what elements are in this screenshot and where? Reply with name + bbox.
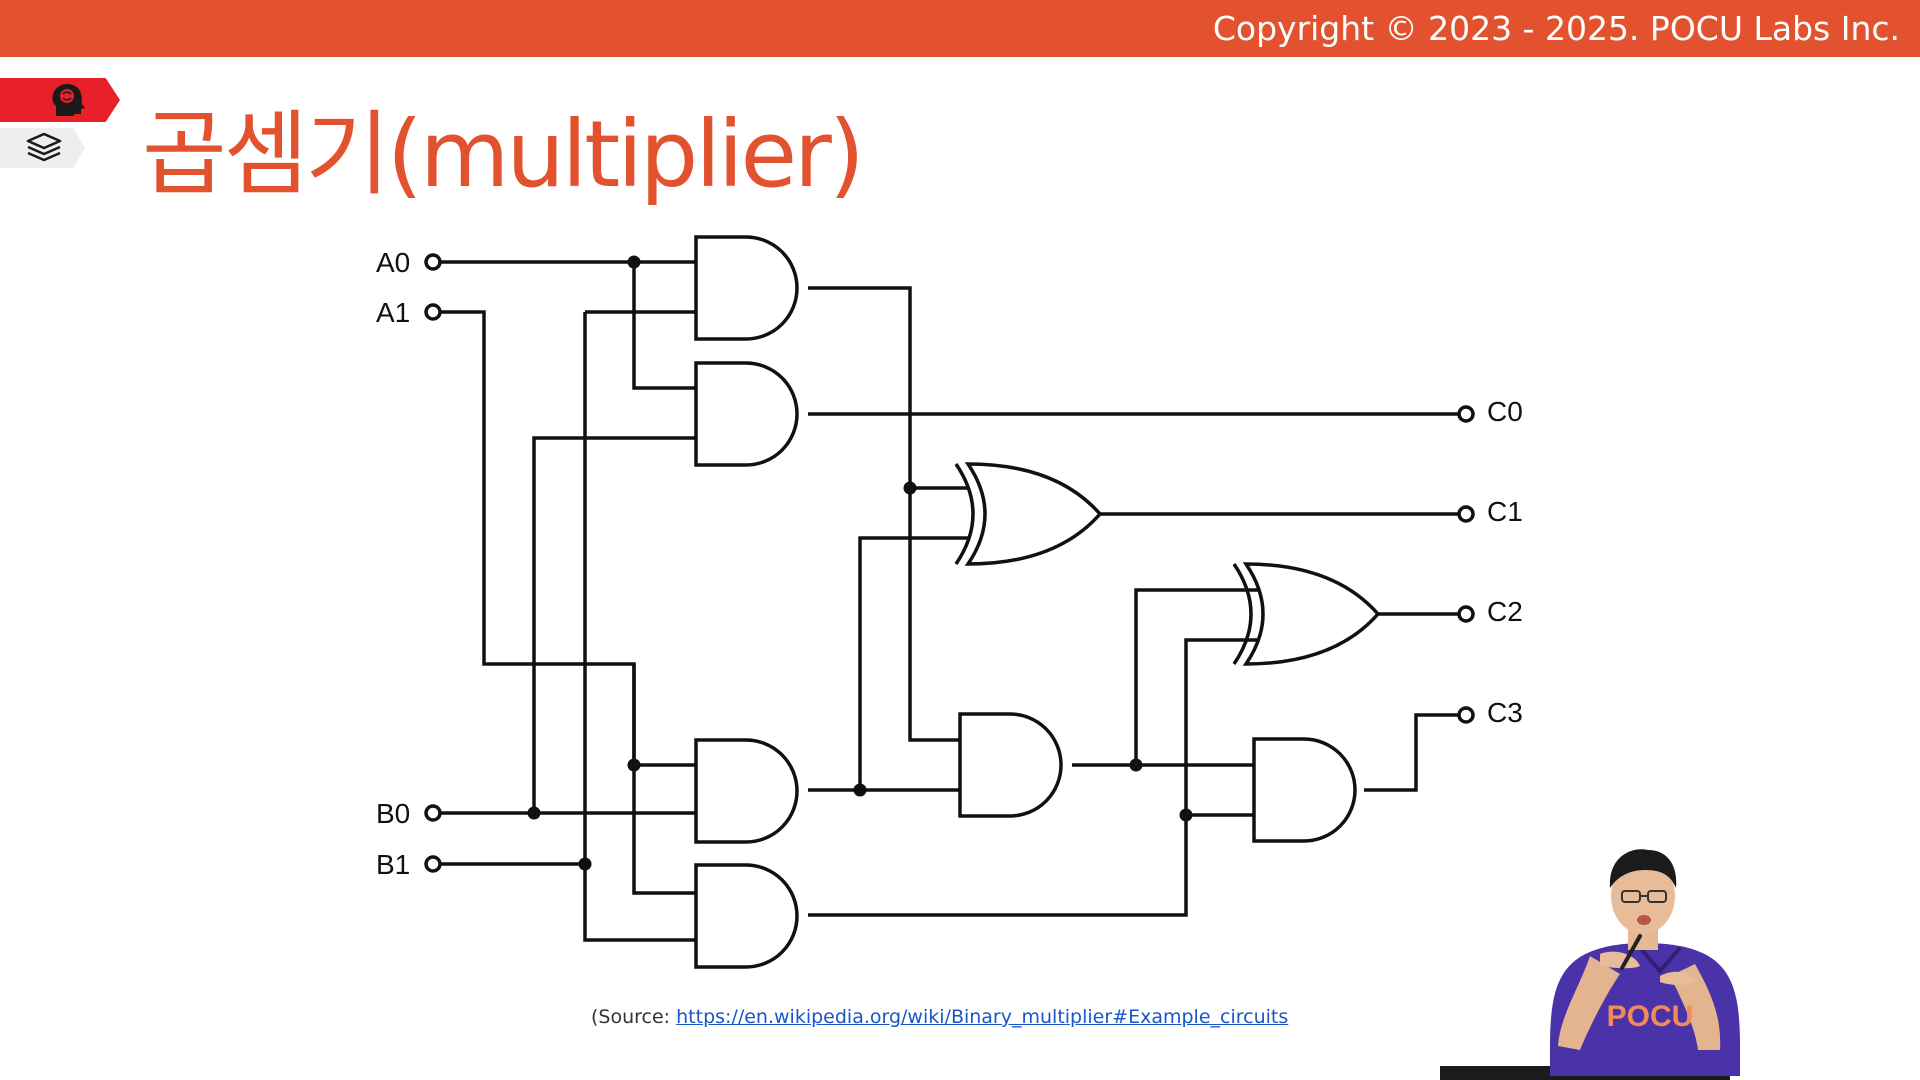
xor-gate-1 xyxy=(954,462,1103,566)
terminal-c3 xyxy=(1457,706,1475,724)
slide-title: 곱셈기(multiplier) xyxy=(142,101,865,208)
junction-dot xyxy=(527,806,541,820)
label-a0: A0 xyxy=(376,247,410,278)
side-tabs xyxy=(0,78,125,178)
wire-g3-out xyxy=(1072,588,1258,767)
copyright-text: Copyright © 2023 - 2025. POCU Labs Inc. xyxy=(1212,9,1900,48)
terminal-a1 xyxy=(424,303,442,321)
label-c3: C3 xyxy=(1487,697,1523,728)
and-gate-2 xyxy=(694,361,799,467)
wire-a1 xyxy=(440,310,696,895)
wire-g6-out xyxy=(808,638,1258,917)
wire-g5-out xyxy=(808,536,968,792)
wire-b0-vertical xyxy=(532,436,696,813)
junction-dot xyxy=(627,758,641,772)
presenter-hair xyxy=(1609,849,1677,888)
source-citation: (Source: https://en.wikipedia.org/wiki/B… xyxy=(591,1006,1288,1028)
wire-g1-out xyxy=(808,286,968,742)
top-bar: Copyright © 2023 - 2025. POCU Labs Inc. xyxy=(0,0,1920,57)
and-gate-4 xyxy=(1252,737,1357,843)
wire-c3 xyxy=(1364,713,1466,792)
junction-dot xyxy=(578,857,592,871)
junction-dot xyxy=(853,783,867,797)
terminal-c2 xyxy=(1457,605,1475,623)
source-prefix: (Source: xyxy=(591,1006,677,1028)
and-gate-5 xyxy=(694,738,799,844)
junction-dot xyxy=(1179,808,1193,822)
and-gate-6 xyxy=(694,863,799,969)
wire-b1-vertical xyxy=(583,310,696,942)
source-link[interactable]: https://en.wikipedia.org/wiki/Binary_mul… xyxy=(676,1006,1289,1028)
label-c1: C1 xyxy=(1487,496,1523,527)
label-b0: B0 xyxy=(376,798,410,829)
xor-gate-2 xyxy=(1232,562,1381,666)
wire-a0-b1-gate xyxy=(632,664,696,767)
brain-head-icon xyxy=(52,83,85,116)
terminal-b0 xyxy=(424,804,442,822)
label-a1: A1 xyxy=(376,297,410,328)
label-c2: C2 xyxy=(1487,596,1523,627)
and-gate-3 xyxy=(958,712,1063,818)
and-gate-1 xyxy=(694,235,799,341)
terminal-a0 xyxy=(424,253,442,271)
label-b1: B1 xyxy=(376,849,410,880)
label-c0: C0 xyxy=(1487,396,1523,427)
wire-a0-branch xyxy=(632,262,696,390)
terminal-c1 xyxy=(1457,505,1475,523)
terminal-b1 xyxy=(424,855,442,873)
terminal-c0 xyxy=(1457,405,1475,423)
shirt-logo: POCU xyxy=(1607,1000,1694,1033)
book-stack-icon xyxy=(26,132,62,162)
presenter-video: POCU xyxy=(1440,849,1740,1080)
junction-dot xyxy=(627,255,641,269)
junction-dot xyxy=(903,481,917,495)
junction-dot xyxy=(1129,758,1143,772)
